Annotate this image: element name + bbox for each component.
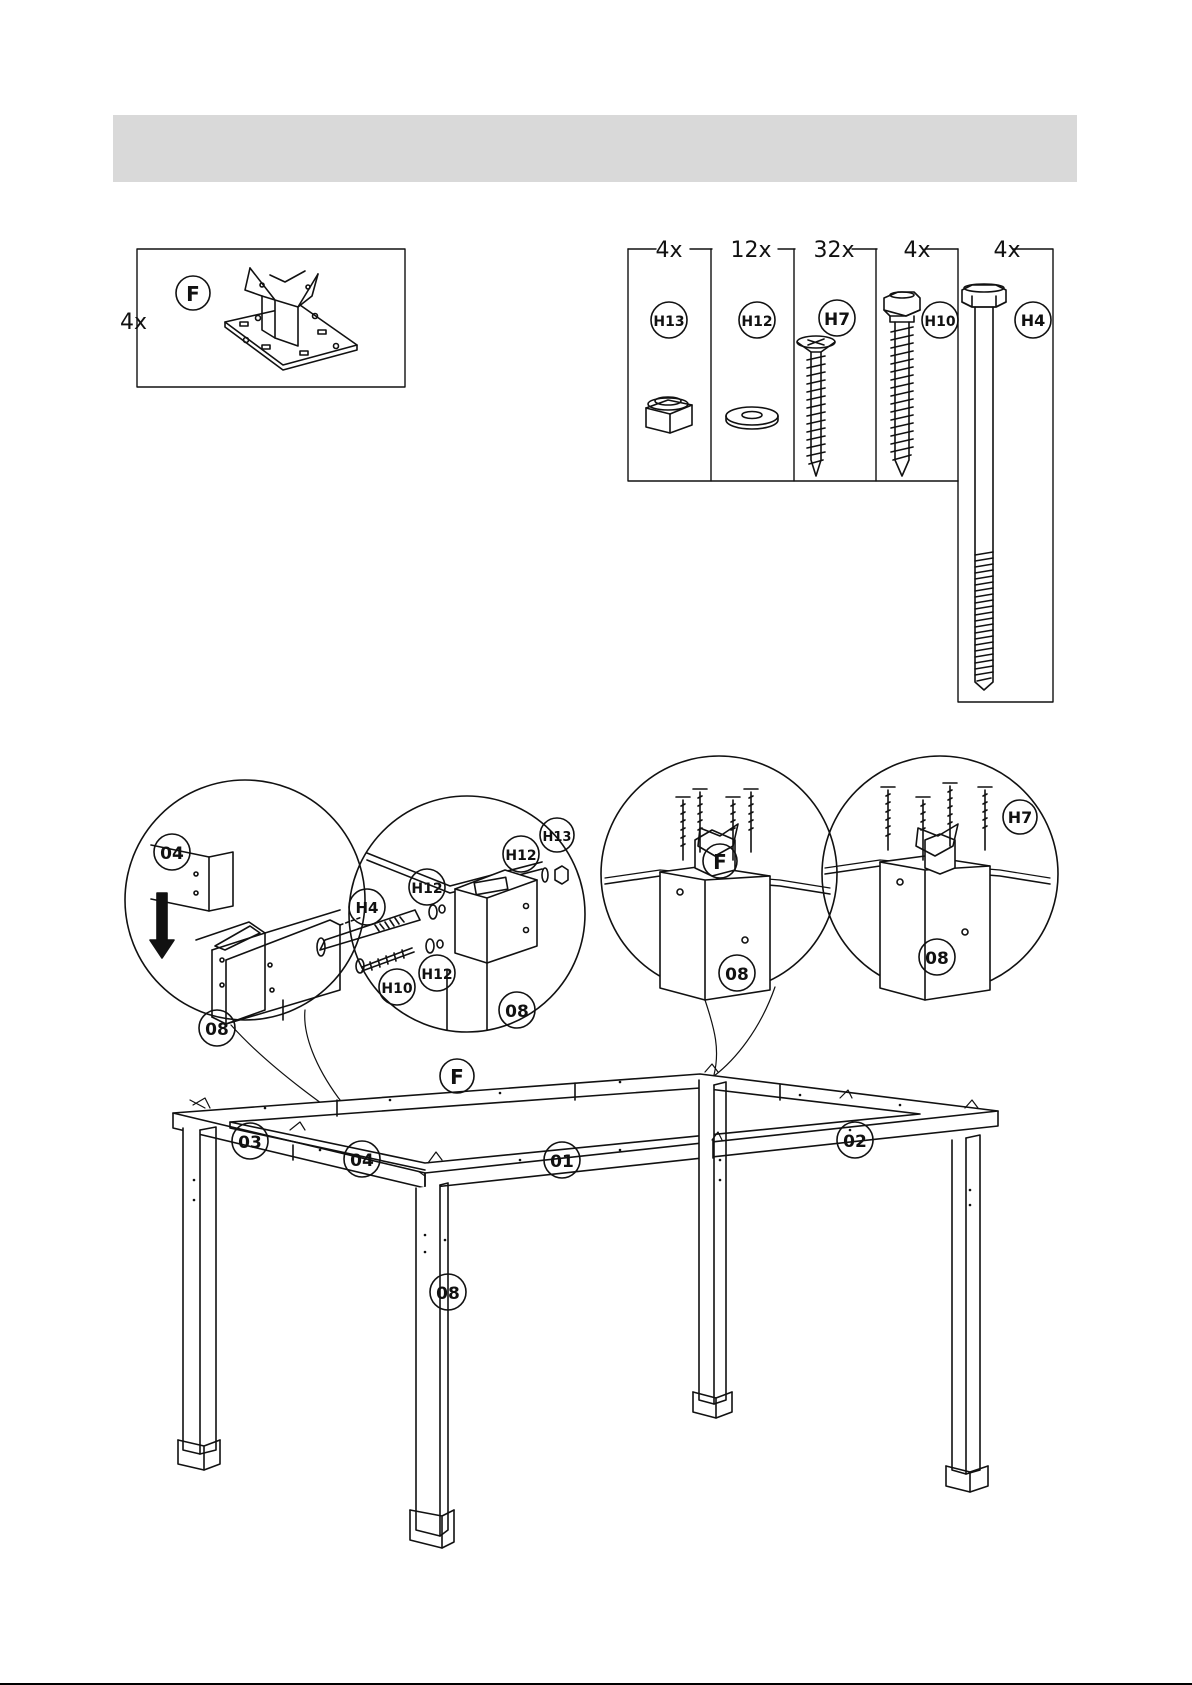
hardware-qty-h10: 4x [903, 238, 930, 263]
detail4-label-08: 08 [925, 949, 949, 969]
detail1-label-04: 04 [160, 844, 184, 864]
hardware-label-h4: H4 [1021, 311, 1046, 330]
frame-label-f: F [450, 1065, 464, 1089]
hardware-label-h7: H7 [824, 310, 850, 330]
detail2-label-h12-top: H12 [505, 848, 536, 864]
detail2-label-h10: H10 [381, 981, 412, 997]
frame-label-04: 04 [350, 1151, 374, 1171]
hex-lag-screw-icon [884, 292, 920, 476]
hardware-label-h13: H13 [653, 314, 684, 330]
long-hex-bolt-icon [962, 284, 1006, 690]
flat-head-screw-icon [797, 336, 835, 476]
gazebo-frame [173, 1064, 998, 1548]
hardware-qty-h12: 12x [730, 238, 771, 263]
detail2-label-h12-bottom: H12 [421, 967, 452, 983]
frame-label-01: 01 [550, 1152, 574, 1172]
detail2-label-h4: H4 [356, 899, 379, 917]
detail2-label-h13: H13 [543, 830, 572, 845]
frame-label-03: 03 [238, 1133, 262, 1153]
part-f-qty: 4x [120, 310, 147, 335]
detail2-label-h12-left: H12 [411, 881, 442, 897]
frame-label-08: 08 [436, 1284, 460, 1304]
frame-label-02: 02 [843, 1132, 867, 1152]
detail3-label-f: F [713, 850, 727, 874]
part-f-label: F [186, 282, 200, 306]
hardware-label-h12: H12 [741, 314, 772, 330]
detail1-label-08: 08 [205, 1020, 229, 1040]
detail3-label-08: 08 [725, 965, 749, 985]
hardware-qty-h7: 32x [813, 238, 854, 263]
hardware-qty-h13: 4x [655, 238, 682, 263]
hardware-qty-h4: 4x [993, 238, 1020, 263]
part-f-box [137, 249, 405, 387]
washer-icon [726, 407, 778, 429]
detail-circle-1 [125, 780, 365, 1024]
hardware-label-h10: H10 [924, 314, 955, 330]
detail4-label-h7: H7 [1008, 808, 1033, 827]
detail2-label-08: 08 [505, 1002, 529, 1022]
nylon-lock-nut-icon [646, 397, 692, 433]
